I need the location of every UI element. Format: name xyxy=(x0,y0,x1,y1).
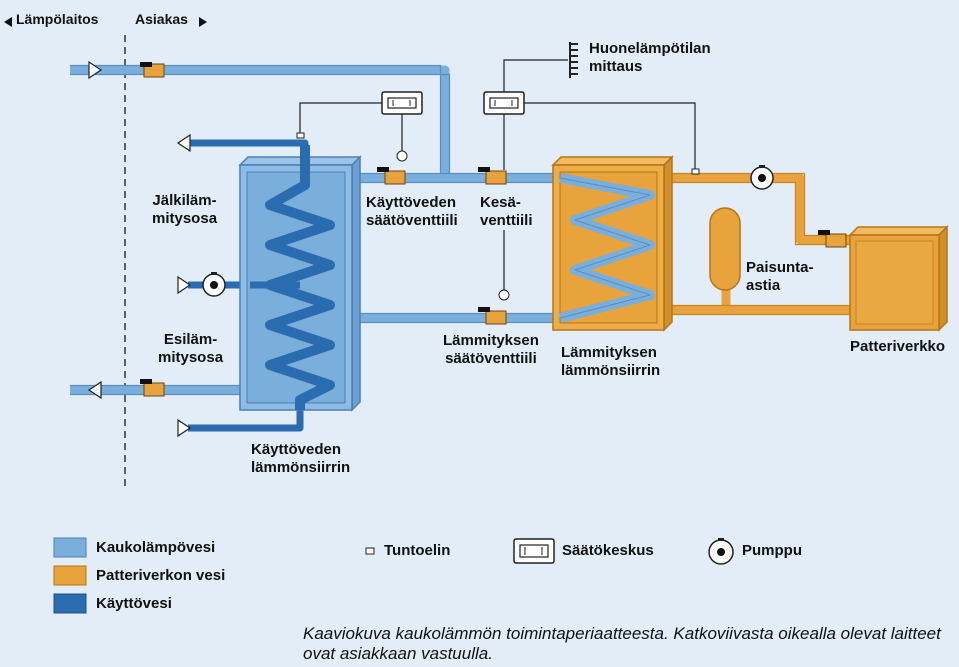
radiator-network-box xyxy=(848,225,949,332)
legend-swatch-radiator xyxy=(53,565,87,586)
pre-heating-line-2: mitysosa xyxy=(158,349,224,366)
dhw-exchanger-line-1: Käyttöveden xyxy=(251,441,342,458)
pump-icon xyxy=(202,272,226,297)
expansion-tank-line-2: astia xyxy=(746,277,781,294)
flow-arrow-icon xyxy=(87,380,102,400)
room-temp-line-1: Huonelämpötilan xyxy=(589,40,711,57)
legend-pump-label: Pumppu xyxy=(742,542,802,559)
room-temp-line-2: mittaus xyxy=(589,58,643,75)
figure-caption: Kaaviokuva kaukolämmön toimintaperiaatte… xyxy=(303,624,941,663)
legend-radiator-label: Patteriverkon vesi xyxy=(96,567,226,584)
legend-domestic-label: Käyttövesi xyxy=(96,595,172,612)
sensor-icon xyxy=(691,168,700,175)
dhw-control-valve-line-1: Käyttöveden xyxy=(366,194,457,211)
summer-valve-line-1: Kesä- xyxy=(480,194,521,211)
heating-exchanger-line-2: lämmönsiirrin xyxy=(561,362,661,379)
sensor-icon xyxy=(296,132,305,139)
legend-controller-label: Säätökeskus xyxy=(562,542,654,559)
flow-arrow-icon xyxy=(88,60,103,80)
dhw-control-valve-line-2: säätöventtiili xyxy=(366,212,458,229)
flow-arrow-icon xyxy=(177,275,192,295)
valve-icon xyxy=(478,307,507,325)
control-wires xyxy=(299,59,696,292)
room-temp-label: Huonelämpötilan mittaus xyxy=(589,40,711,76)
dhw-exchanger-label: Käyttöveden lämmönsiirrin xyxy=(251,441,350,477)
legend-sensor-label: Tuntoelin xyxy=(384,542,451,559)
valve-icon xyxy=(478,167,507,185)
dhw-exchanger-line-2: lämmönsiirrin xyxy=(251,459,351,476)
pre-heating-line-1: Esiläm- xyxy=(163,331,218,348)
expansion-tank-line-1: Paisunta- xyxy=(746,259,814,276)
heating-exchanger-line-1: Lämmityksen xyxy=(561,344,657,361)
valve-icon xyxy=(140,62,165,78)
flow-arrow-icon xyxy=(176,133,191,153)
actuator-dial-icon xyxy=(498,289,510,301)
pre-heating-label: Esiläm- mitysosa xyxy=(158,331,223,367)
controller-icon xyxy=(483,91,525,115)
actuator-dial-icon xyxy=(396,150,408,162)
post-heating-line-1: Jälkiläm- xyxy=(152,192,217,209)
expansion-tank xyxy=(709,207,741,291)
legend-district-label: Kaukolämpövesi xyxy=(96,539,216,556)
dhw-control-valve-label: Käyttöveden säätöventtiili xyxy=(366,194,458,230)
right-arrow-icon xyxy=(199,17,207,27)
heating-control-valve-label: Lämmityksen säätöventtiili xyxy=(443,332,539,368)
expansion-tank-label: Paisunta- astia xyxy=(746,259,814,295)
valve-icon xyxy=(818,230,847,248)
sensor-icon xyxy=(365,547,375,555)
post-heating-label: Jälkiläm- mitysosa xyxy=(152,192,217,228)
valve-icon xyxy=(140,379,165,397)
flow-arrow-icon xyxy=(177,418,192,438)
radiator-pipe-outline xyxy=(668,172,855,316)
legend-swatch-domestic xyxy=(53,593,87,614)
room-temperature-sensor-icon xyxy=(569,42,578,78)
heating-exchanger-label: Lämmityksen lämmönsiirrin xyxy=(561,344,660,380)
controller-icon xyxy=(513,538,555,564)
pump-icon xyxy=(708,538,734,565)
heating-heat-exchanger xyxy=(551,155,674,332)
heating-control-valve-line-1: Lämmityksen xyxy=(443,332,539,349)
left-arrow-icon xyxy=(4,17,12,27)
summer-valve-line-2: venttiili xyxy=(480,212,533,229)
valve-icon xyxy=(377,167,406,185)
domestic-heat-exchanger xyxy=(238,145,362,412)
header-right-label: Asiakas xyxy=(135,11,188,27)
controller-icon xyxy=(381,91,423,115)
header-left-label: Lämpölaitos xyxy=(16,11,99,27)
summer-valve-label: Kesä- venttiili xyxy=(480,194,533,230)
heating-control-valve-line-2: säätöventtiili xyxy=(445,350,537,367)
radiator-network-label: Patteriverkko xyxy=(850,338,946,355)
pump-icon xyxy=(750,165,774,190)
legend-swatch-district xyxy=(53,537,87,558)
post-heating-line-2: mitysosa xyxy=(152,210,218,227)
